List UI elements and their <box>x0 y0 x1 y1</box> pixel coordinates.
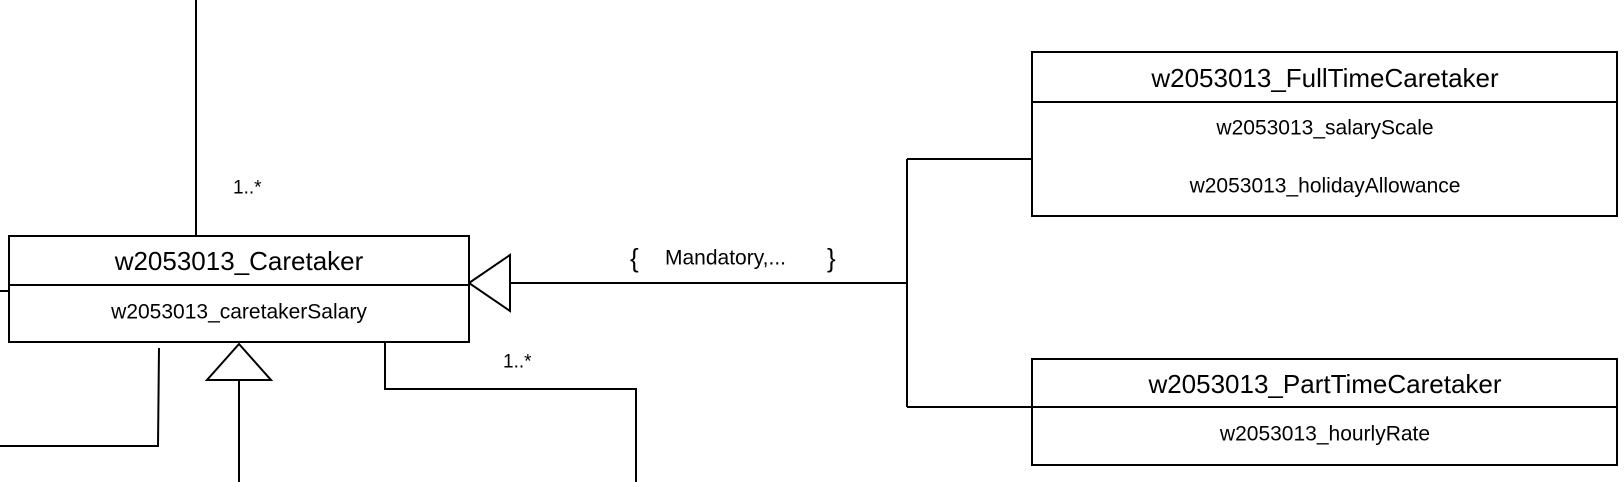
generalization-constraint: { Mandatory,... } <box>630 243 836 273</box>
multiplicity-upper: 1..* <box>233 178 262 199</box>
class-parttime-name: w2053013_PartTimeCaretaker <box>1147 369 1501 399</box>
class-caretaker[interactable]: w2053013_Caretaker w2053013_caretakerSal… <box>8 235 470 343</box>
class-parttime-attr-hourly-rate: w2053013_hourlyRate <box>1219 423 1430 446</box>
class-fulltime-attr-holiday-allowance: w2053013_holidayAllowance <box>1189 175 1461 198</box>
class-fulltime-name: w2053013_FullTimeCaretaker <box>1150 63 1499 93</box>
class-caretaker-box <box>8 235 470 343</box>
generalization-arrowhead-bottom <box>204 342 274 381</box>
generalization-arrowhead-right <box>467 253 511 313</box>
association-line-bottom-left[interactable] <box>0 347 160 447</box>
class-fulltime-caretaker[interactable]: w2053013_FullTimeCaretaker w2053013_sala… <box>1031 51 1618 217</box>
multiplicity-lower: 1..* <box>503 352 532 373</box>
class-parttime-box <box>1031 358 1618 466</box>
connector-lines <box>0 0 1032 482</box>
class-parttime-caretaker[interactable]: w2053013_PartTimeCaretaker w2053013_hour… <box>1031 358 1618 466</box>
class-fulltime-box <box>1031 51 1618 217</box>
class-caretaker-name: w2053013_Caretaker <box>114 246 364 276</box>
constraint-open-brace: { <box>630 243 639 273</box>
constraint-close-brace: } <box>827 243 836 273</box>
class-caretaker-attr: w2053013_caretakerSalary <box>110 301 367 324</box>
association-line-bottom-right[interactable] <box>384 342 637 482</box>
class-fulltime-attr-salary-scale: w2053013_salaryScale <box>1215 117 1433 140</box>
constraint-text: Mandatory,... <box>665 247 786 270</box>
